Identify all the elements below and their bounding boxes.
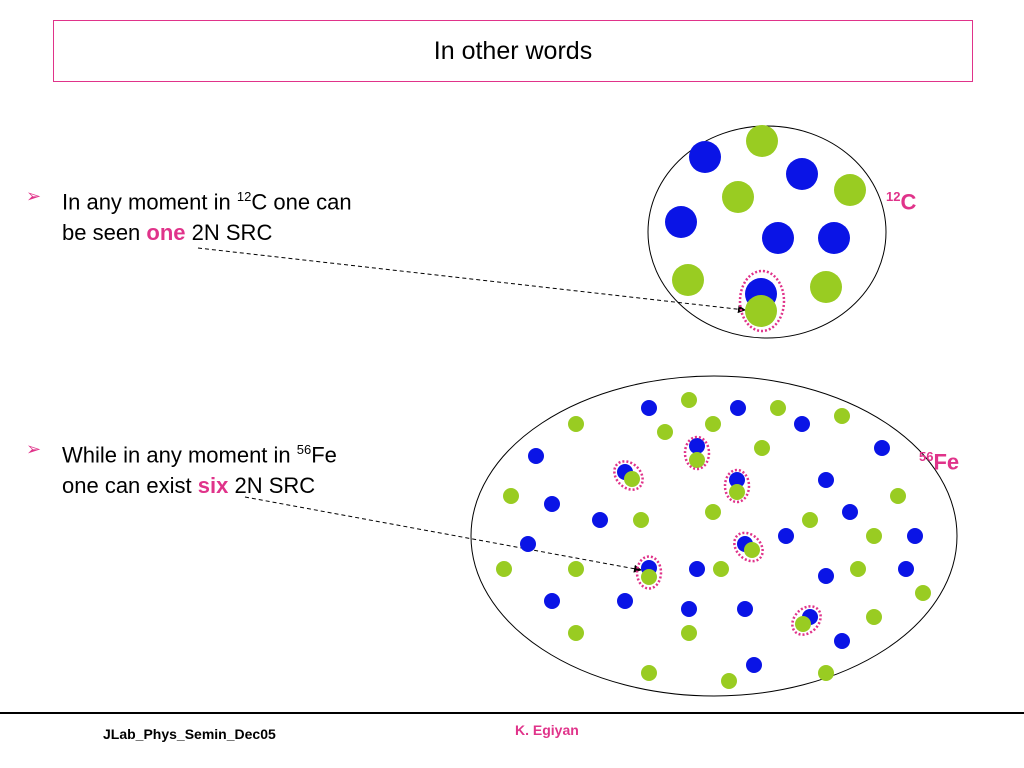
proton	[689, 438, 705, 454]
highlight-one: one	[146, 220, 186, 246]
neutron	[657, 424, 673, 440]
neutron	[834, 174, 866, 206]
proton	[617, 593, 633, 609]
neutron	[681, 625, 697, 641]
src-pair-ring	[738, 269, 786, 333]
proton	[907, 528, 923, 544]
neutron	[834, 408, 850, 424]
src-pair-ring	[613, 460, 644, 491]
proton	[762, 222, 794, 254]
proton	[544, 496, 560, 512]
bullet-iron: ➢ While in any moment in 56Fe one can ex…	[26, 434, 422, 501]
proton	[729, 472, 745, 488]
proton	[874, 440, 890, 456]
pointer-carbon	[197, 247, 746, 314]
proton	[794, 416, 810, 432]
neutron	[705, 504, 721, 520]
src-pair-ring	[733, 531, 764, 563]
neutron	[729, 484, 745, 500]
neutron	[850, 561, 866, 577]
proton	[834, 633, 850, 649]
proton	[898, 561, 914, 577]
proton	[818, 568, 834, 584]
neutron	[795, 616, 811, 632]
proton	[689, 561, 705, 577]
arrow-bullet-icon: ➢	[26, 439, 42, 459]
proton	[528, 448, 544, 464]
neutron	[624, 471, 640, 487]
neutron	[915, 585, 931, 601]
proton	[746, 657, 762, 673]
slide-title-box: In other words	[53, 20, 973, 82]
proton	[665, 206, 697, 238]
proton	[778, 528, 794, 544]
proton	[689, 141, 721, 173]
proton	[818, 472, 834, 488]
neutron	[802, 512, 818, 528]
neutron	[746, 125, 778, 157]
proton	[520, 536, 536, 552]
proton	[730, 400, 746, 416]
neutron	[722, 181, 754, 213]
src-pair-ring	[683, 435, 711, 471]
neutron	[633, 512, 649, 528]
proton	[737, 601, 753, 617]
neutron	[770, 400, 786, 416]
footer-divider	[0, 712, 1024, 714]
neutron	[681, 392, 697, 408]
carbon-label: 12C	[886, 189, 917, 215]
neutron	[744, 542, 760, 558]
neutron	[866, 528, 882, 544]
neutron	[641, 665, 657, 681]
proton	[842, 504, 858, 520]
pointer-iron	[244, 496, 642, 573]
neutron	[754, 440, 770, 456]
proton	[641, 400, 657, 416]
neutron	[713, 561, 729, 577]
slide-title: In other words	[433, 36, 593, 65]
nucleons-group	[496, 125, 931, 689]
neutron	[568, 416, 584, 432]
neutron	[641, 569, 657, 585]
neutron	[568, 561, 584, 577]
src-pair-ring	[635, 555, 663, 590]
neutron	[568, 625, 584, 641]
neutron	[705, 416, 721, 432]
neutron	[689, 452, 705, 468]
proton	[544, 593, 560, 609]
bullet-carbon: ➢ In any moment in 12C one can be seen o…	[26, 181, 422, 248]
neutron	[496, 561, 512, 577]
proton	[592, 512, 608, 528]
footer-author: K. Egiyan	[515, 722, 579, 738]
src-pair-ring	[791, 605, 822, 636]
src-pair-ring	[723, 468, 751, 504]
neutron	[866, 609, 882, 625]
proton	[818, 222, 850, 254]
neutron	[810, 271, 842, 303]
proton	[681, 601, 697, 617]
neutron	[745, 295, 777, 327]
neutron	[721, 673, 737, 689]
neutron	[890, 488, 906, 504]
proton	[786, 158, 818, 190]
iron-nucleus-outline	[470, 375, 958, 697]
footer-presentation-id: JLab_Phys_Semin_Dec05	[103, 726, 276, 742]
neutron	[672, 264, 704, 296]
arrow-bullet-icon: ➢	[26, 186, 42, 206]
neutron	[503, 488, 519, 504]
highlight-six: six	[197, 473, 229, 499]
iron-label: 56Fe	[919, 449, 960, 475]
neutron	[818, 665, 834, 681]
